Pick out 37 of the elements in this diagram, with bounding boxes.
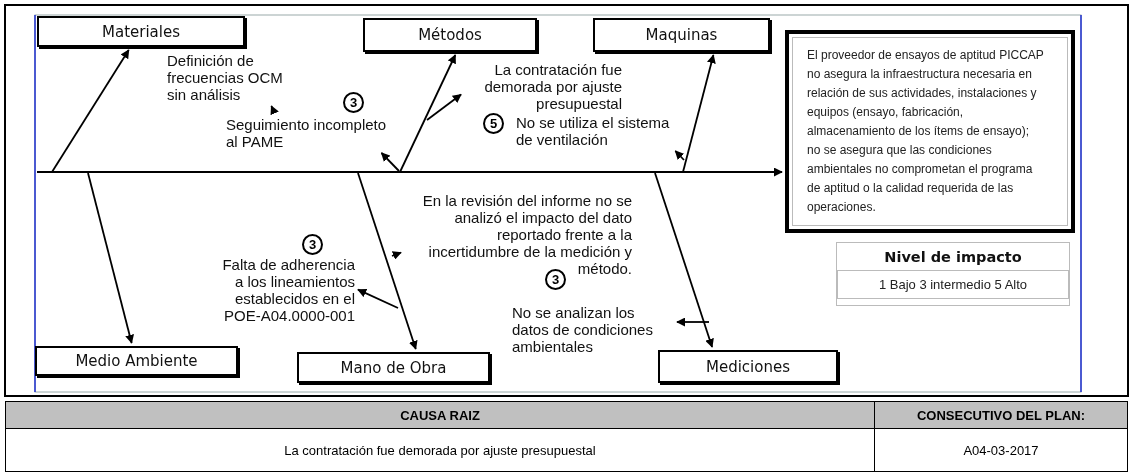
legend-heading: Nivel de impacto	[883, 249, 1023, 265]
arrow	[399, 54, 457, 173]
arrow	[36, 167, 783, 177]
arrow	[380, 152, 400, 172]
cause-text: Definición de frecuencias OCM sin análisis	[167, 52, 285, 103]
callout-number: 3	[302, 234, 323, 255]
arrow	[270, 105, 279, 116]
callout-number: 3	[343, 92, 364, 113]
category-box: Mediciones	[658, 350, 838, 383]
table-header: CAUSA RAIZ	[5, 401, 875, 429]
cause-text: Falta de adherencia a los lineamientos establecidos en el POE-A04.0000-001	[210, 256, 355, 324]
arrow	[87, 172, 134, 344]
category-box: Mano de Obra	[297, 352, 490, 383]
category-box: Materiales	[37, 16, 245, 47]
arrow	[682, 54, 716, 173]
table-header: CONSECUTIVO DEL PLAN:	[874, 401, 1128, 429]
arrow	[426, 93, 462, 121]
cause-text: Seguimiento incompleto al PAME	[226, 116, 396, 150]
category-box: Métodos	[363, 18, 537, 52]
cause-text: No se utiliza el sistema de ventilación	[516, 114, 686, 148]
arrow	[391, 251, 402, 260]
arrow	[676, 317, 710, 327]
arrow	[357, 288, 399, 309]
callout-number: 3	[545, 269, 566, 290]
arrow	[357, 172, 418, 350]
cause-text: La contratación fue demorada por ajuste presupuestal	[464, 61, 622, 112]
callout-number: 5	[483, 113, 504, 134]
table-cell: La contratación fue demorada por ajuste presupuestal	[5, 428, 875, 472]
arrow	[51, 49, 130, 173]
category-box: Maquinas	[593, 18, 770, 52]
effect-text: El proveedor de ensayos de aptitud PICCAP no asegura la infraestructura necesaria en relación de sus actividades, instalaciones y equipos (ensayo, fabricación, almacenamiento de los ítems de ensayo); no se asegura que las condiciones ambientales no comprometan el programa de aptitud o la calidad requerida de las operaciones.	[792, 37, 1068, 226]
arrow	[654, 172, 714, 348]
category-box: Medio Ambiente	[35, 346, 238, 376]
arrow	[674, 150, 685, 161]
impact-scale	[836, 242, 1070, 306]
impact-scale-key: 1 Bajo 3 intermedio 5 Alto	[837, 270, 1069, 299]
table-cell: A04-03-2017	[874, 428, 1128, 472]
